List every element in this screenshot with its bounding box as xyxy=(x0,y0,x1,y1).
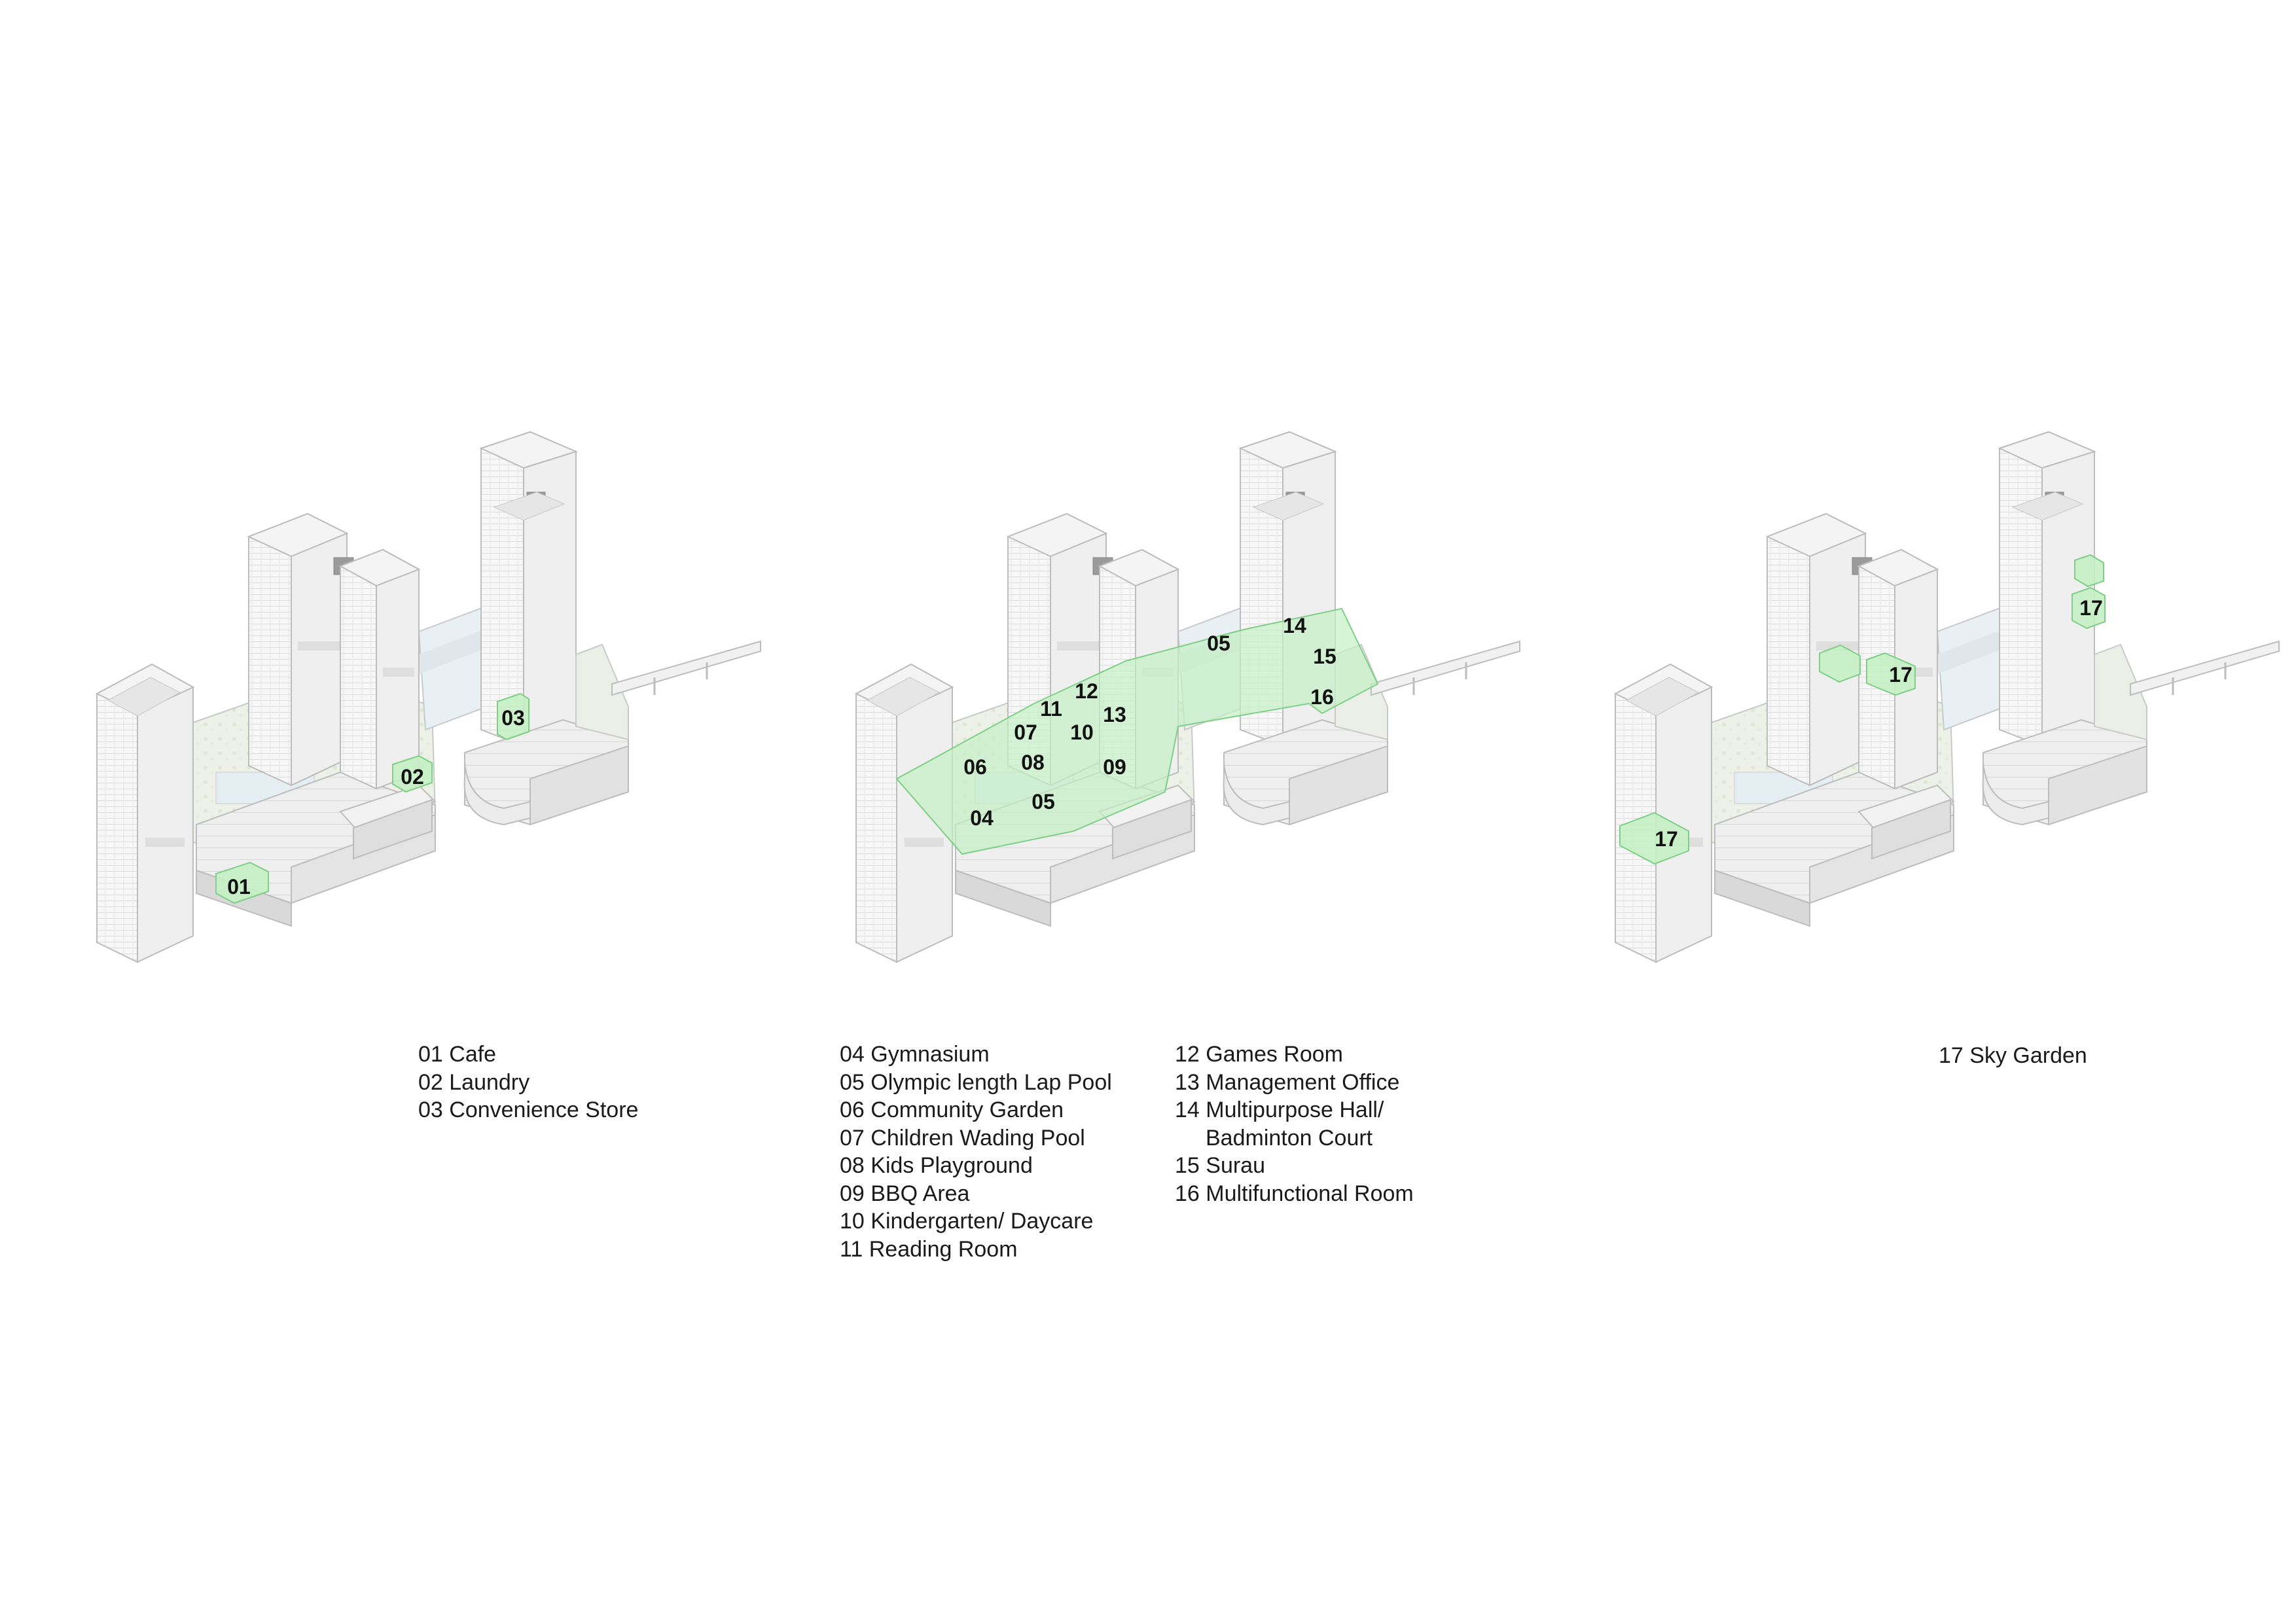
highlight-sky-garden-1 xyxy=(1619,812,1689,865)
legend-item-bbq-area: 09 BBQ Area xyxy=(840,1181,970,1206)
marker-14: 14 xyxy=(1283,614,1306,637)
marker-08: 08 xyxy=(1021,751,1045,774)
marker-03: 03 xyxy=(501,706,525,730)
highlight-convenience-store xyxy=(497,692,529,741)
legend-item-laundry: 02 Laundry xyxy=(418,1069,530,1095)
legend-item-convenience-store: 03 Convenience Store xyxy=(418,1097,639,1122)
marker-10: 10 xyxy=(1070,721,1094,744)
legend-item-badminton-court: Badminton Court xyxy=(1206,1125,1373,1150)
marker-17-a: 17 xyxy=(1655,827,1678,851)
marker-15: 15 xyxy=(1313,645,1336,668)
legend-item-sky-garden: 17 Sky Garden xyxy=(1939,1043,2087,1068)
legend-item-multipurpose-hall: 14 Multipurpose Hall/ xyxy=(1175,1097,1384,1122)
legend-group-1: 01 Cafe 02 Laundry 03 Convenience Store xyxy=(418,1041,638,1124)
marker-04: 04 xyxy=(970,806,994,830)
diagram-2-highlights: 04 05 06 07 08 05 11 10 12 13 09 05 14 1… xyxy=(895,607,1379,855)
highlight-laundry xyxy=(392,755,433,793)
legend-item-gymnasium: 04 Gymnasium xyxy=(840,1042,990,1067)
marker-16: 16 xyxy=(1310,685,1334,709)
marker-11: 11 xyxy=(1040,697,1062,721)
legend-item-reading-room: 11 Reading Room xyxy=(840,1236,1018,1262)
highlight-cafe xyxy=(215,861,269,904)
highlight-sky-garden-3b xyxy=(2072,586,2106,630)
diagram-3-highlights: 17 17 17 xyxy=(1619,554,2106,865)
legend-group-2-col-2: 12 Games Room 13 Management Office 14 Mu… xyxy=(1175,1041,1414,1207)
diagram-3-buildings xyxy=(1614,431,2280,963)
marker-09: 09 xyxy=(1103,755,1126,779)
highlight-sky-garden-3a xyxy=(2074,554,2104,588)
marker-17-c: 17 xyxy=(2079,596,2103,620)
legend-item-games-room: 12 Games Room xyxy=(1175,1042,1343,1067)
legend-item-community-garden: 06 Community Garden xyxy=(840,1097,1064,1122)
highlight-sky-garden-2a xyxy=(1819,644,1861,683)
legend-item-kindergarten: 10 Kindergarten/ Daycare xyxy=(840,1209,1094,1234)
legend-item-cafe: 01 Cafe xyxy=(418,1042,497,1067)
diagram-1-highlights: 01 02 03 xyxy=(215,692,529,904)
marker-07: 07 xyxy=(1014,721,1037,744)
marker-12: 12 xyxy=(1075,679,1098,703)
marker-02: 02 xyxy=(401,765,424,789)
highlight-sky-garden-2b xyxy=(1866,652,1916,696)
marker-05: 05 xyxy=(1031,790,1055,813)
marker-06: 06 xyxy=(963,755,987,779)
legend-item-management-office: 13 Management Office xyxy=(1175,1069,1400,1095)
legend-item-lap-pool: 05 Olympic length Lap Pool xyxy=(840,1069,1112,1095)
legend-item-wading-pool: 07 Children Wading Pool xyxy=(840,1125,1085,1150)
legend-group-2-col-1: 04 Gymnasium 05 Olympic length Lap Pool … xyxy=(840,1041,1112,1263)
legend-item-surau: 15 Surau xyxy=(1175,1153,1265,1178)
marker-17-b: 17 xyxy=(1889,663,1912,687)
legend-group-3: 17 Sky Garden xyxy=(1939,1042,2087,1070)
legend-item-multifunctional-room: 16 Multifunctional Room xyxy=(1175,1181,1414,1206)
marker-13: 13 xyxy=(1103,703,1126,726)
legend-item-kids-playground: 08 Kids Playground xyxy=(840,1153,1033,1178)
highlight-podium-amenities xyxy=(895,607,1379,855)
marker-01: 01 xyxy=(227,875,251,899)
marker-05c: 05 xyxy=(1207,632,1230,655)
diagram-1-buildings xyxy=(96,431,762,963)
